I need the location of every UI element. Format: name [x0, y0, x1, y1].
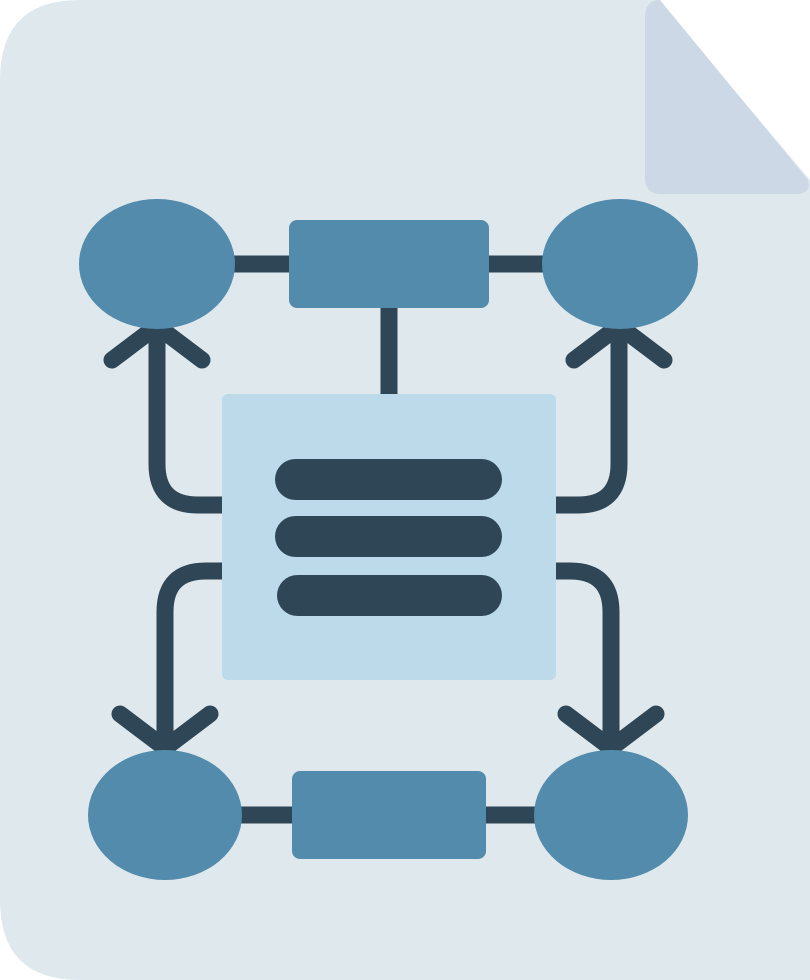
- text-line-1: [275, 459, 502, 500]
- node-top-right: [542, 199, 698, 329]
- center-document-text-lines: [275, 459, 502, 616]
- document-page-fold: [645, 0, 809, 194]
- arrowhead-bottom-right: [557, 705, 665, 757]
- node-top-left: [79, 199, 235, 329]
- text-line-3: [277, 575, 502, 616]
- edge-center-to-top-left: [148, 331, 231, 514]
- node-bottom-right: [534, 750, 688, 880]
- edge-center-to-top-right: [546, 331, 628, 514]
- node-top-process: [289, 220, 489, 308]
- edge-center-to-bottom-left: [156, 562, 231, 744]
- arrowhead-bottom-left: [111, 705, 219, 757]
- node-bottom-left: [88, 750, 242, 880]
- text-line-2: [275, 516, 502, 557]
- node-bottom-process: [292, 771, 486, 859]
- edge-center-to-bottom-right: [546, 562, 620, 744]
